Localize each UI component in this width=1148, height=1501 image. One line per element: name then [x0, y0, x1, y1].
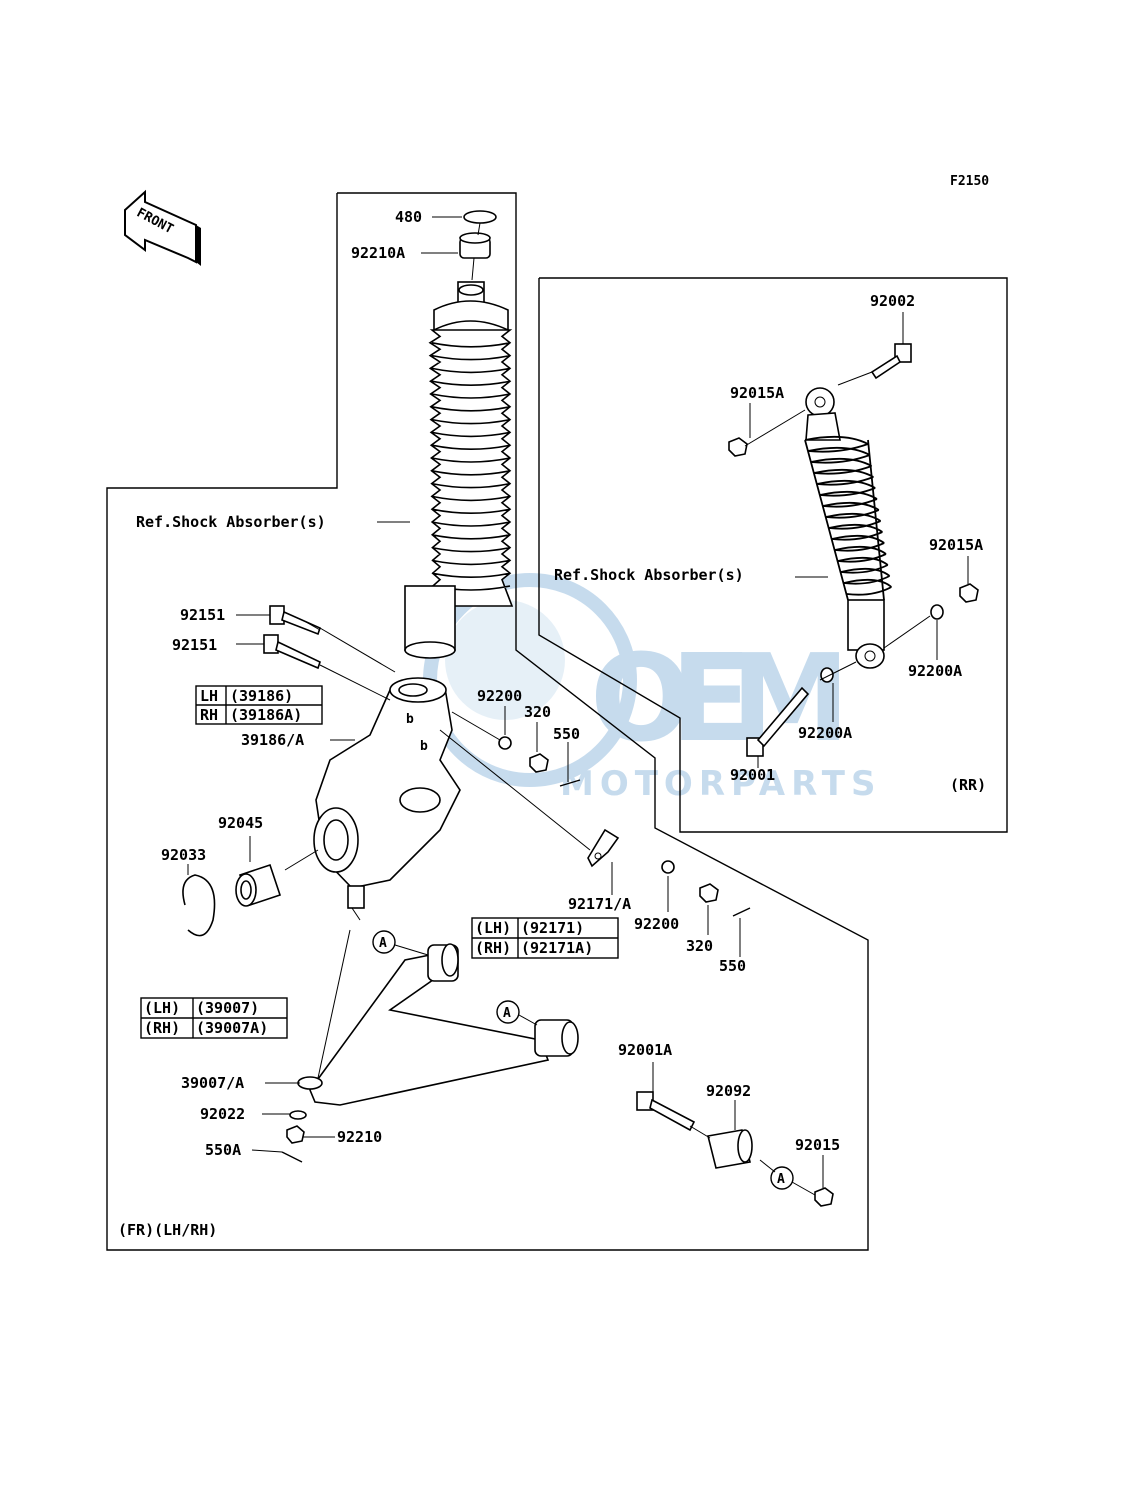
table-arm: (LH) (39007) (RH) (39007A) — [140, 997, 288, 1039]
label-92200A-b: 92200A — [798, 724, 852, 742]
label-92015: 92015 — [795, 1136, 840, 1154]
label-ref-shock-rear: Ref.Shock Absorber(s) — [554, 566, 744, 584]
a-arm-39007 — [297, 943, 579, 1106]
marker-a-3: A — [770, 1166, 794, 1190]
label-92200A-a: 92200A — [908, 662, 962, 680]
rear-shock-absorber — [804, 387, 892, 669]
marker-a-1: A — [372, 930, 429, 956]
label-fr-lhrh: (FR)(LH/RH) — [118, 1221, 217, 1239]
nut-92210 — [286, 1125, 305, 1144]
label-480: 480 — [395, 208, 422, 226]
svg-text:A: A — [379, 936, 387, 951]
svg-text:b: b — [420, 739, 428, 754]
knuckle-r1c1: LH — [200, 687, 218, 705]
steering-knuckle: b b — [313, 677, 461, 921]
label-92151-a: 92151 — [180, 606, 225, 624]
label-550-b: 550 — [719, 957, 746, 975]
leader-lines — [187, 216, 969, 1196]
label-92151-b: 92151 — [172, 636, 217, 654]
arm-r2c1: (RH) — [144, 1019, 180, 1037]
watermark-sub: MOTORPARTS — [560, 764, 881, 804]
washer-92200-a — [498, 736, 512, 750]
label-39007A: 39007/A — [181, 1074, 244, 1092]
label-rr: (RR) — [950, 776, 986, 794]
bolt-92151-lower — [263, 634, 321, 670]
washer-92022 — [289, 1110, 307, 1120]
knuckle-r2c2: (39186A) — [230, 706, 302, 724]
label-92015A-a: 92015A — [730, 384, 784, 402]
front-arrow-icon: FRONT — [124, 189, 201, 266]
collar-92092 — [707, 1129, 753, 1169]
table-bracket: (LH) (92171) (RH) (92171A) — [471, 917, 619, 959]
arm-r2c2: (39007A) — [196, 1019, 268, 1037]
washer-92200A-b — [820, 667, 834, 683]
front-shock-absorber — [404, 210, 514, 659]
knuckle-r2c1: RH — [200, 706, 218, 724]
label-320-a: 320 — [524, 703, 551, 721]
nut-320-b — [699, 883, 719, 903]
arm-r1c1: (LH) — [144, 999, 180, 1017]
bolt-92001 — [746, 686, 810, 757]
svg-text:A: A — [503, 1006, 511, 1021]
label-550-a: 550 — [553, 725, 580, 743]
svg-text:A: A — [777, 1172, 785, 1187]
label-92210A: 92210A — [351, 244, 405, 262]
front-boundary — [106, 192, 869, 1251]
cotter-550-a — [559, 779, 581, 787]
nut-320-a — [529, 753, 549, 773]
bracket-r2c1: (RH) — [475, 939, 511, 957]
marker-a-2: A — [496, 1000, 538, 1026]
label-550A: 550A — [205, 1141, 241, 1159]
bracket-r1c2: (92171) — [521, 919, 584, 937]
label-92022: 92022 — [200, 1105, 245, 1123]
bolt-92151-upper — [269, 605, 321, 636]
table-knuckle: LH (39186) RH (39186A) — [195, 685, 323, 725]
cotter-550-b — [732, 907, 751, 917]
watermark: OEM MOTORPARTS — [423, 573, 881, 804]
label-92210: 92210 — [337, 1128, 382, 1146]
callout-labels: 480 92210A Ref.Shock Absorber(s) 92151 9… — [118, 208, 986, 1239]
label-92033: 92033 — [161, 846, 206, 864]
label-39186A: 39186/A — [241, 731, 304, 749]
bolt-92001A — [636, 1091, 696, 1132]
label-92001: 92001 — [730, 766, 775, 784]
svg-text:b: b — [406, 712, 414, 727]
nut-92015 — [814, 1187, 834, 1207]
label-92200-a: 92200 — [477, 687, 522, 705]
washer-92200-b — [661, 860, 675, 874]
label-92015A-b: 92015A — [929, 536, 983, 554]
bracket-r1c1: (LH) — [475, 919, 511, 937]
bearing-92045 — [235, 863, 282, 907]
washer-92200A-a — [930, 604, 944, 620]
bracket-r2c2: (92171A) — [521, 939, 593, 957]
bracket-92171 — [587, 828, 620, 868]
label-92092: 92092 — [706, 1082, 751, 1100]
rear-boundary — [538, 277, 1008, 833]
label-92001A: 92001A — [618, 1041, 672, 1059]
figure-code: F2150 — [950, 174, 989, 189]
nut-92015A-b — [959, 583, 979, 603]
bolt-92002 — [870, 343, 912, 380]
watermark-brand: OEM — [590, 630, 850, 769]
label-320-b: 320 — [686, 937, 713, 955]
label-92002: 92002 — [870, 292, 915, 310]
cotter-550A — [281, 1151, 303, 1163]
nut-92015A-a — [728, 437, 748, 457]
label-92200-b: 92200 — [634, 915, 679, 933]
label-ref-shock-front: Ref.Shock Absorber(s) — [136, 513, 326, 531]
circlip-92033 — [182, 874, 216, 937]
knuckle-r1c2: (39186) — [230, 687, 293, 705]
label-92171A: 92171/A — [568, 895, 631, 913]
label-92045: 92045 — [218, 814, 263, 832]
arm-r1c2: (39007) — [196, 999, 259, 1017]
